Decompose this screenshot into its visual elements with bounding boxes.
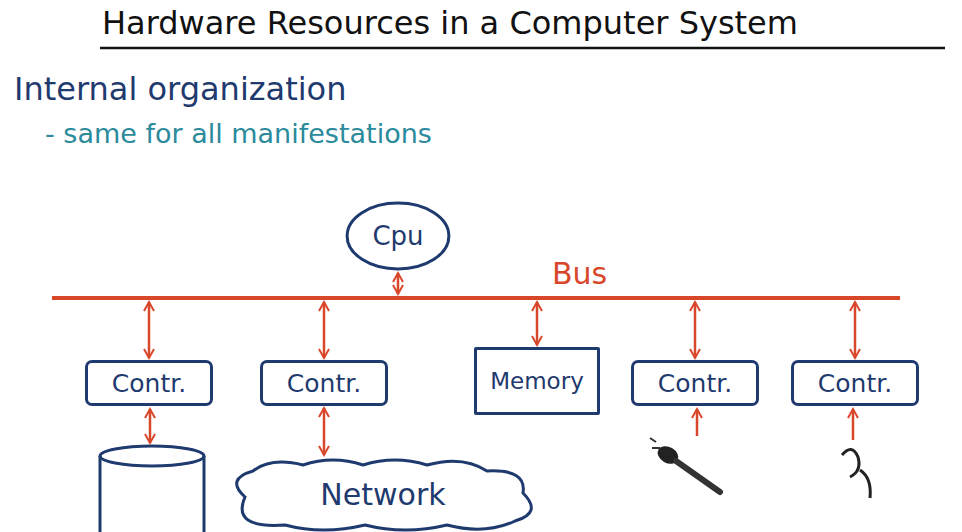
node-label: Memory [490,368,584,394]
note-text: - same for all manifestations [45,118,432,149]
bus-connector [694,302,697,358]
bus-connector [397,273,400,294]
controller-box: Contr. [791,360,919,406]
node-label: Network [320,477,445,512]
title-underline [100,47,945,50]
bus-connector [854,302,857,358]
memory-box: Memory [474,347,600,415]
controller-box: Contr. [85,360,213,406]
page-title: Hardware Resources in a Computer System [102,4,798,42]
device-wire [852,409,855,440]
device-symbol [842,449,870,498]
section-heading: Internal organization [14,70,346,108]
bus-connector [148,302,151,358]
bus-connector [536,302,539,345]
controller-box: Contr. [631,360,759,406]
node-label: Contr. [287,369,361,398]
bus-line: Bus [52,296,900,300]
bus-connector [323,408,326,455]
network-cloud: Network [223,457,543,531]
disk-wire [149,409,152,443]
node-label: Contr. [818,369,892,398]
mic-wire [696,409,699,436]
bus-connector [323,302,326,358]
controller-box: Contr. [260,360,388,406]
node-label: Contr. [112,369,186,398]
node-label: Cpu [372,221,423,251]
microphone-symbol [650,438,720,492]
node-label: Contr. [658,369,732,398]
disk-symbol [100,446,204,532]
bus-label: Bus [552,256,607,291]
cpu-circle: Cpu [345,201,451,271]
